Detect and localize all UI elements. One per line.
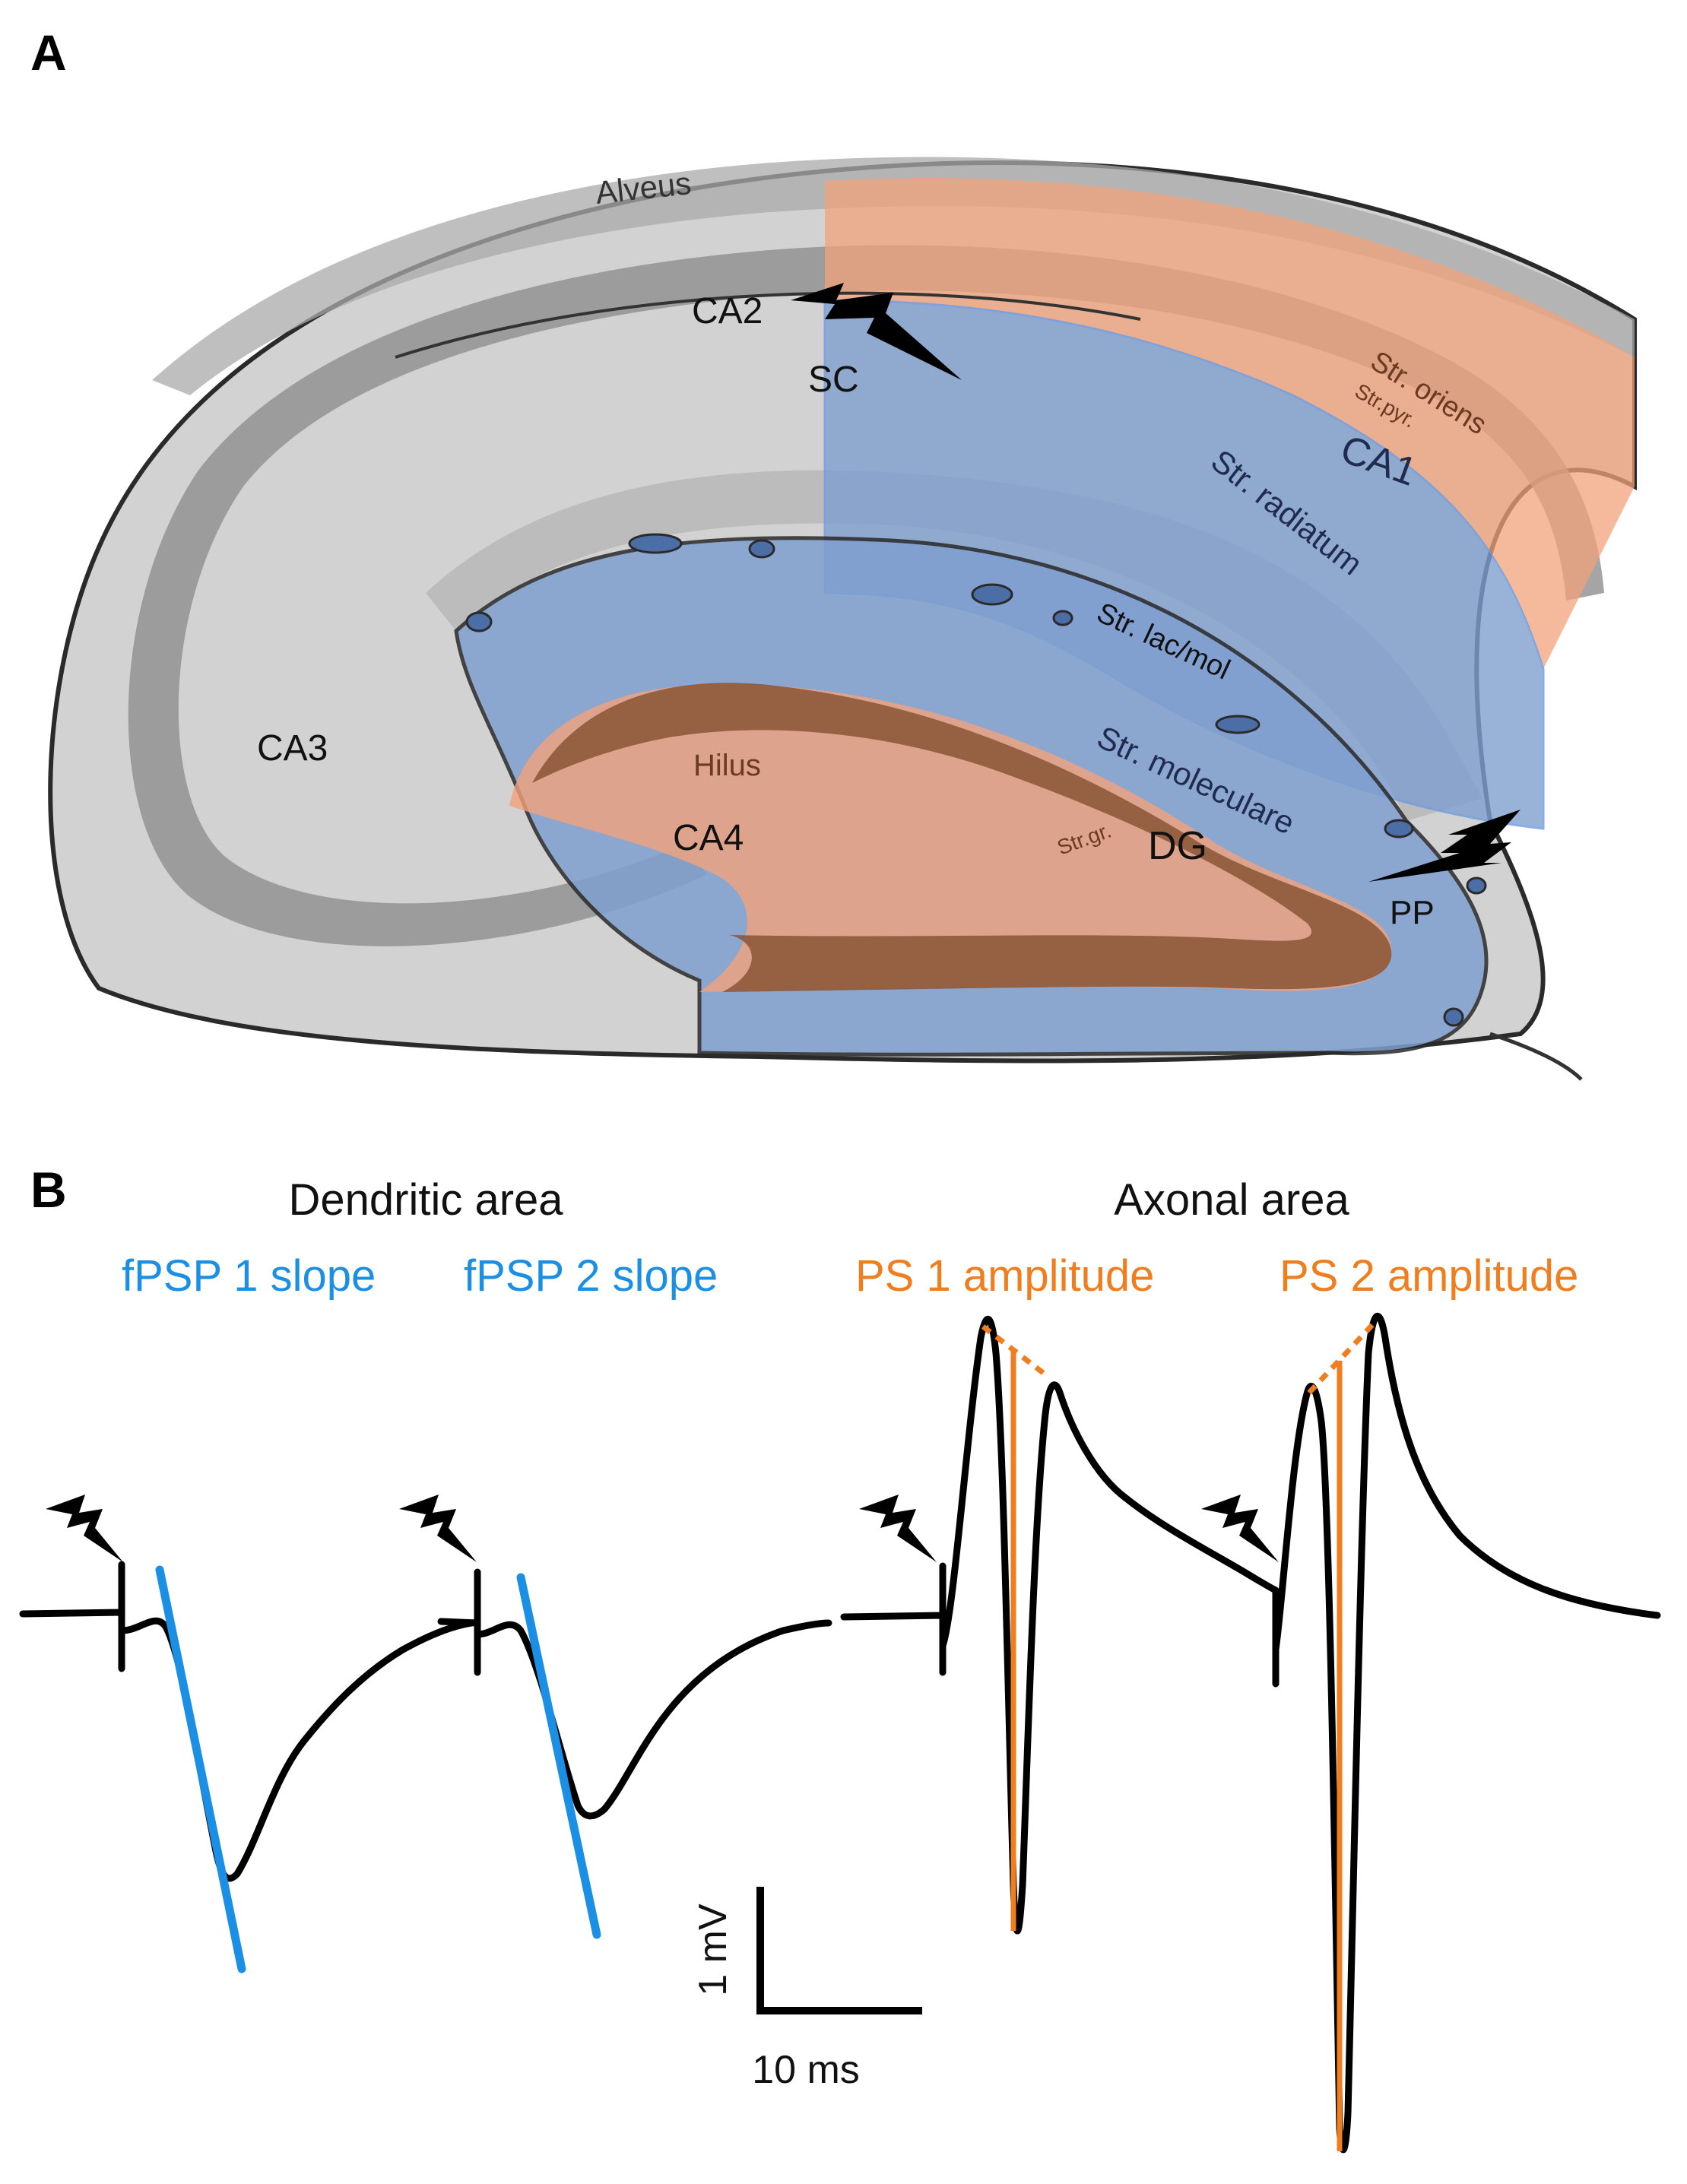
dendritic-area-header: Dendritic area <box>288 1175 563 1225</box>
ps-amplitude-lines <box>981 1323 1375 2151</box>
label-pp: PP <box>1390 894 1435 931</box>
stim-icon-1 <box>46 1495 123 1562</box>
axonal-area-header: Axonal area <box>1114 1175 1349 1225</box>
stim-icon-4 <box>1201 1495 1279 1562</box>
pp-stimulus-icon <box>1368 810 1521 882</box>
label-sc: SC <box>808 360 859 400</box>
contour-line-1 <box>395 291 1141 359</box>
label-ca4: CA4 <box>673 818 744 858</box>
boundary-markers <box>465 533 1487 1027</box>
ps1-label: PS 1 amplitude <box>855 1251 1154 1301</box>
sc-stimulus-icon <box>791 283 962 380</box>
label-hilus: Hilus <box>693 749 761 782</box>
trace-stimulus-icons <box>46 1495 1279 1562</box>
contour-line-2 <box>1489 1032 1583 1081</box>
ps1-trace <box>840 1316 1280 1935</box>
stim-icon-2 <box>399 1495 477 1562</box>
stim-icon-3 <box>859 1495 937 1562</box>
ps2-label: PS 2 amplitude <box>1280 1251 1578 1301</box>
scale-y-label: 1 mV <box>691 1903 735 1996</box>
panel-b-letter: B <box>30 1162 67 1218</box>
traces <box>19 1312 1661 2154</box>
panel-b: B Dendritic area Axonal area fPSP 1 slop… <box>19 1162 1661 2154</box>
scale-bar <box>756 1887 922 2014</box>
fpsp2-trace <box>437 1568 832 1820</box>
fpsp1-slope-line <box>155 1565 246 1973</box>
ps2-trace <box>1272 1312 1661 2154</box>
fpsp1-trace <box>19 1561 475 1882</box>
panel-a-letter: A <box>30 24 67 81</box>
scale-x-label: 10 ms <box>752 2048 860 2092</box>
fpsp1-label: fPSP 1 slope <box>122 1251 376 1301</box>
panel-a: A <box>30 24 1637 1081</box>
fpsp2-slope-line <box>516 1573 601 1939</box>
dg-orange-region <box>509 684 1391 992</box>
granule-layer <box>532 683 1392 992</box>
label-ca3: CA3 <box>257 728 328 769</box>
fpsp2-label: fPSP 2 slope <box>464 1251 718 1301</box>
label-dg: DG <box>1148 824 1207 868</box>
label-ca2: CA2 <box>692 291 763 331</box>
